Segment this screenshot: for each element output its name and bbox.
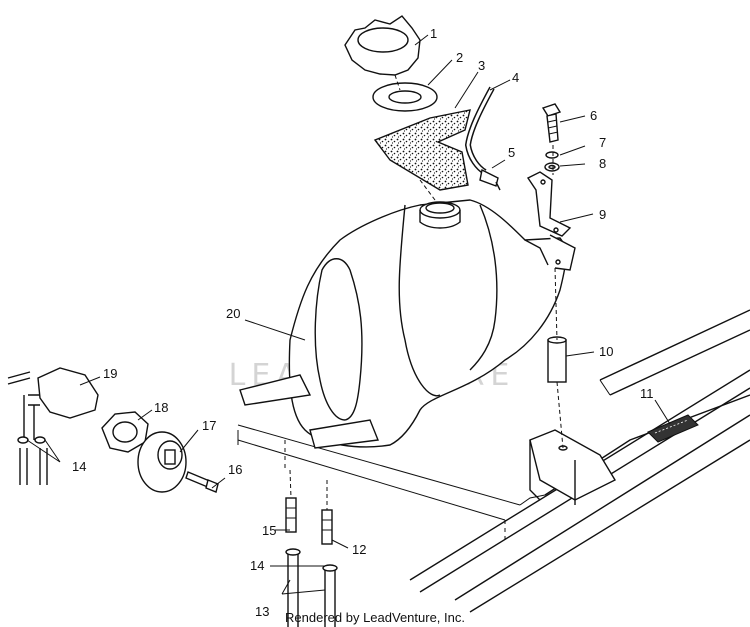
part-label-9: 9 (599, 207, 606, 222)
part-label-18: 18 (154, 400, 168, 415)
fuel-fitting-15 (285, 497, 297, 533)
part-label-7: 7 (599, 135, 606, 150)
filter-cup (137, 431, 187, 493)
fuel-hoses-lower (285, 548, 338, 627)
vent-hose (464, 86, 495, 175)
tank-bracket (526, 171, 572, 237)
part-label-20: 20 (226, 306, 240, 321)
part-label-16: 16 (228, 462, 242, 477)
part-label-4: 4 (512, 70, 519, 85)
part-label-19: 19 (103, 366, 117, 381)
part-label-11: 11 (640, 386, 654, 401)
filter-screw (185, 471, 219, 493)
fuel-tank (239, 199, 576, 449)
part-label-14-lower: 14 (250, 558, 264, 573)
footer-credit: Rendered by LeadVenture, Inc. (285, 610, 465, 625)
warning-decal (647, 414, 699, 443)
spacer-sleeve (547, 336, 567, 383)
part-label-14-left: 14 (72, 459, 86, 474)
frame-box (237, 424, 521, 540)
part-label-13: 13 (255, 604, 269, 619)
fuel-valve-assembly (7, 367, 99, 485)
part-label-3: 3 (478, 58, 485, 73)
tank-mount-bracket (529, 429, 616, 505)
lock-nut (101, 411, 149, 453)
flat-washer (544, 162, 560, 172)
fuel-cap (344, 15, 421, 76)
part-label-8: 8 (599, 156, 606, 171)
part-label-15: 15 (262, 523, 276, 538)
fuel-fitting-12 (321, 509, 333, 545)
leader-lines (26, 34, 671, 595)
vent-fitting (479, 168, 501, 191)
foam-pad (373, 109, 471, 191)
assembly-guide-lines (289, 74, 564, 510)
part-label-1: 1 (430, 26, 437, 41)
part-label-2: 2 (456, 50, 463, 65)
part-label-6: 6 (590, 108, 597, 123)
part-label-12: 12 (352, 542, 366, 557)
part-label-5: 5 (508, 145, 515, 160)
cap-gasket (372, 82, 438, 112)
part-label-17: 17 (202, 418, 216, 433)
mounting-bolt (541, 103, 562, 143)
lock-washer (545, 151, 559, 159)
part-label-10: 10 (599, 344, 613, 359)
